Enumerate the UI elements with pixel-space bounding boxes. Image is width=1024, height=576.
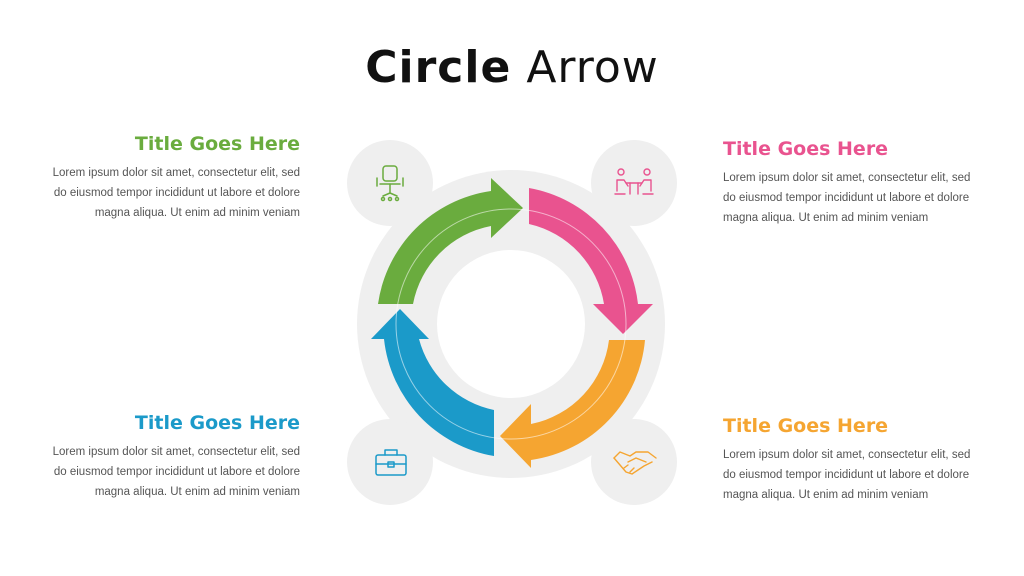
item-title: Title Goes Here [134, 133, 300, 155]
title-bold: Circle [365, 42, 512, 93]
handshake-icon [613, 451, 657, 475]
item-block-green: Title Goes Here Lorem ipsum dolor sit am… [50, 133, 300, 223]
diagram-center-hole [437, 250, 585, 398]
item-title: Title Goes Here [723, 138, 889, 160]
pink-arrow [529, 188, 653, 334]
item-text: Lorem ipsum dolor sit amet, consectetur … [52, 167, 300, 219]
item-text: Lorem ipsum dolor sit amet, consectetur … [52, 446, 300, 498]
page-title: Circle Arrow [0, 42, 1024, 93]
item-block-blue: Title Goes Here Lorem ipsum dolor sit am… [50, 412, 300, 502]
office-chair-icon [376, 165, 404, 202]
briefcase-icon [375, 449, 407, 476]
meeting-icon [614, 168, 654, 195]
item-block-pink: Title Goes Here Lorem ipsum dolor sit am… [723, 138, 973, 228]
title-light: Arrow [526, 42, 659, 93]
item-title: Title Goes Here [134, 412, 300, 434]
item-title: Title Goes Here [723, 415, 889, 437]
arrow-center-line [395, 208, 627, 440]
item-text: Lorem ipsum dolor sit amet, consectetur … [723, 172, 971, 224]
item-text: Lorem ipsum dolor sit amet, consectetur … [723, 449, 971, 501]
green-arrow [378, 178, 523, 304]
blue-arrow [371, 309, 494, 456]
item-block-orange: Title Goes Here Lorem ipsum dolor sit am… [723, 415, 973, 505]
